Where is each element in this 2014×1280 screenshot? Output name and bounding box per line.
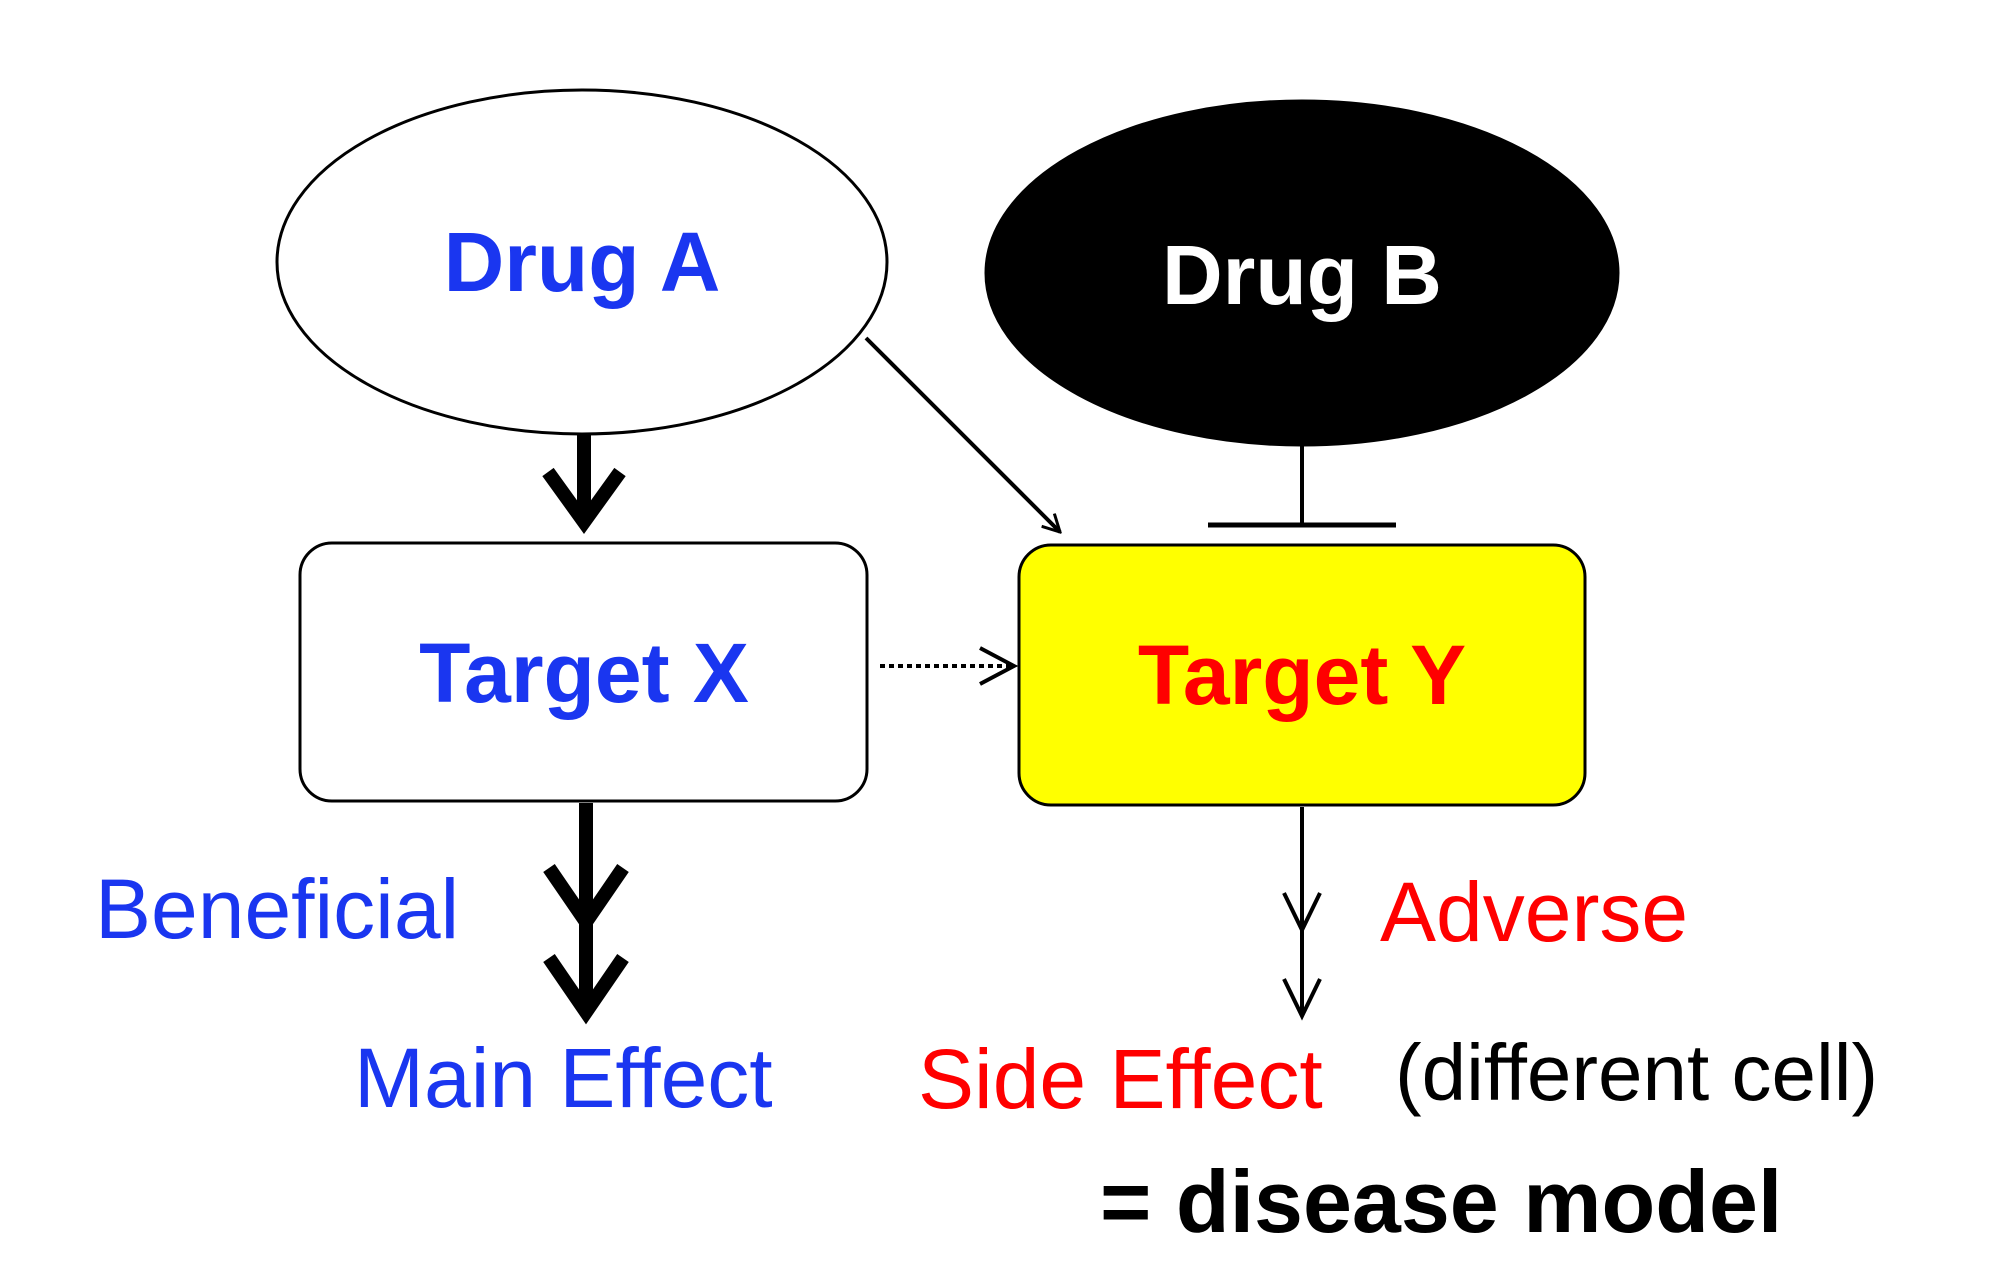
different-cell-label: (different cell) xyxy=(1395,1028,1878,1117)
drug-a-node xyxy=(275,88,889,436)
disease-model-label: = disease model xyxy=(1100,1152,1782,1251)
thick-arrow-drug-a-to-target-x xyxy=(542,435,626,534)
drug-a-label: Drug A xyxy=(444,215,721,309)
arrow-drug-a-to-target-y xyxy=(864,336,1060,532)
arrow-target-y-to-side-effect xyxy=(1282,807,1322,1021)
beneficial-label: Beneficial xyxy=(95,862,459,956)
target-x-node xyxy=(298,541,869,803)
target-y-node xyxy=(1017,543,1587,807)
drug-b-node xyxy=(984,99,1620,447)
adverse-label: Adverse xyxy=(1380,865,1688,959)
target-x-label: Target X xyxy=(419,626,749,720)
thick-arrow-target-x-to-main-effect xyxy=(543,803,629,1025)
target-y-label: Target Y xyxy=(1138,628,1466,722)
dotted-arrow-target-x-to-target-y xyxy=(880,646,1019,686)
side-effect-label: Side Effect xyxy=(918,1032,1323,1126)
drug-b-label: Drug B xyxy=(1162,228,1442,322)
inhibition-drug-b-to-target-y xyxy=(1208,446,1396,528)
main-effect-label: Main Effect xyxy=(354,1031,773,1125)
